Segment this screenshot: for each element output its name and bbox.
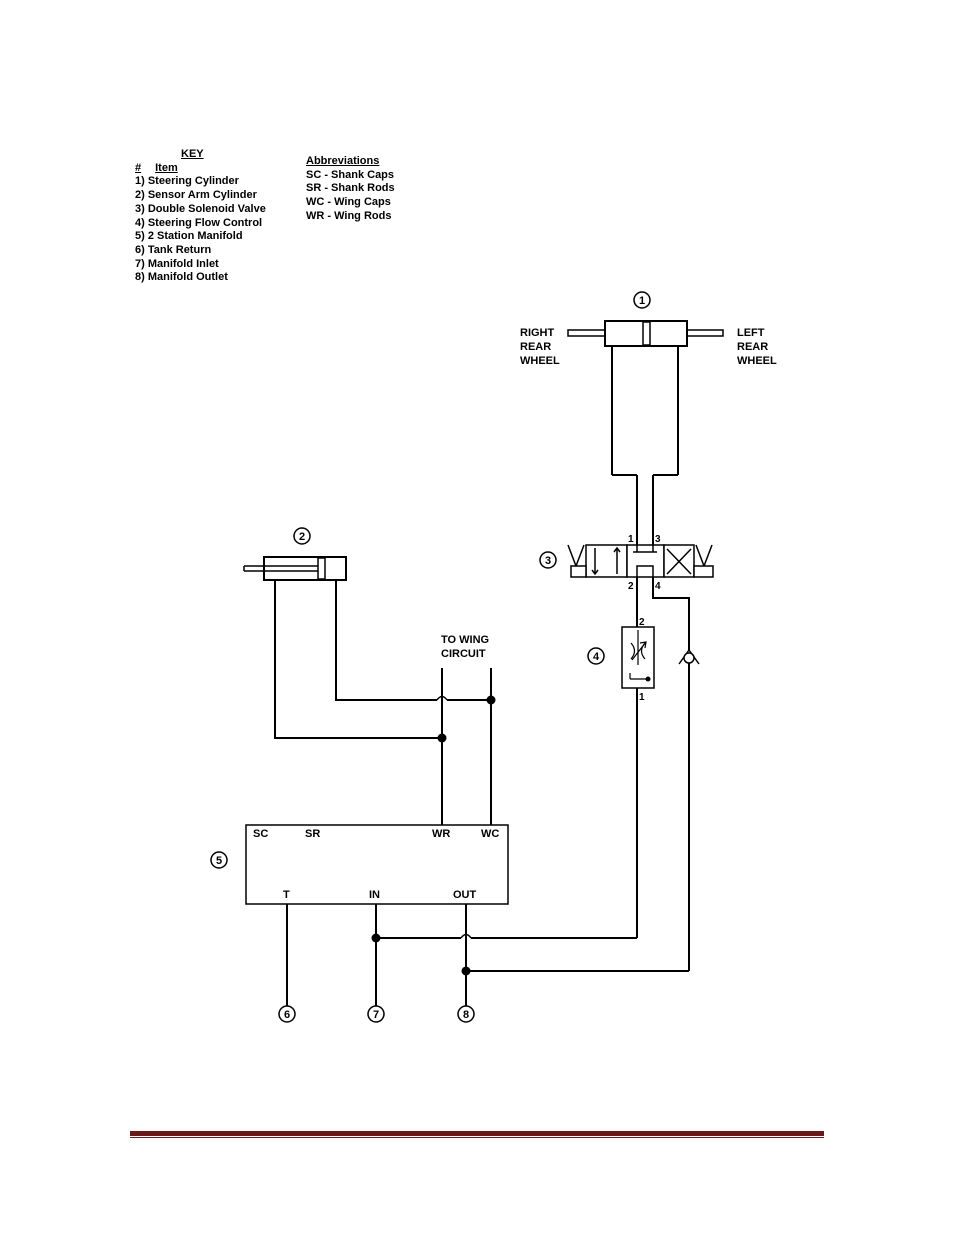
flow-control-port-2: 2: [639, 617, 645, 628]
key-item: 4) Steering Flow Control: [135, 216, 263, 229]
manifold-port-wc: WC: [481, 828, 499, 840]
svg-text:5: 5: [216, 855, 222, 867]
abbreviations-title: Abbreviations: [306, 155, 380, 167]
key-title: KEY: [181, 148, 204, 160]
key-item: 1) Steering Cylinder: [135, 175, 239, 188]
key-item: 8) Manifold Outlet: [135, 271, 228, 284]
manifold-port-out: OUT: [453, 889, 477, 901]
key-hash-header: #: [135, 161, 142, 174]
manifold-port-t: T: [283, 889, 290, 901]
junction-dot: [437, 733, 447, 743]
left-rear-wheel-label-3: WHEEL: [737, 355, 777, 367]
steering-cylinder: [567, 320, 724, 547]
key-item-header: Item: [155, 161, 178, 174]
sensor-arm-cylinder: [243, 556, 347, 581]
to-wing-circuit-label-2: CIRCUIT: [441, 648, 486, 660]
svg-text:3: 3: [545, 555, 551, 567]
right-rear-wheel-label-2: REAR: [520, 341, 551, 353]
callout-8: 8: [457, 1005, 475, 1023]
callout-6: 6: [278, 1005, 296, 1023]
right-rear-wheel-label-1: RIGHT: [520, 327, 555, 339]
svg-text:7: 7: [373, 1009, 379, 1021]
callout-2: 2: [293, 527, 311, 545]
manifold-port-sc: SC: [253, 828, 268, 840]
valve-port-1: 1: [628, 534, 634, 545]
key-item: 7) Manifold Inlet: [135, 257, 219, 270]
callout-1: 1: [633, 291, 651, 309]
right-rear-wheel-label-3: WHEEL: [520, 355, 560, 367]
footer-rule: [130, 1131, 824, 1138]
key-item: 5) 2 Station Manifold: [135, 230, 243, 243]
svg-text:4: 4: [593, 651, 600, 663]
abbreviation-item: SR - Shank Rods: [306, 182, 395, 195]
hose-sensor-rod: [335, 580, 437, 701]
abbreviation-item: SC - Shank Caps: [306, 168, 395, 181]
valve-port-3: 3: [655, 534, 661, 545]
abbreviation-item: WC - Wing Caps: [306, 196, 391, 209]
junction-dot: [371, 933, 381, 943]
hose-sensor-cap: [274, 580, 442, 739]
hose-crossover: [460, 933, 472, 939]
double-solenoid-valve: [567, 544, 714, 578]
manifold-port-wr: WR: [432, 828, 450, 840]
callout-5: 5: [210, 851, 228, 869]
abbreviation-item: WR - Wing Rods: [306, 209, 392, 222]
valve-port-2: 2: [628, 581, 634, 592]
junction-dot: [486, 695, 496, 705]
callout-4: 4: [587, 647, 605, 665]
callout-7: 7: [367, 1005, 385, 1023]
flow-control-port-1: 1: [639, 692, 645, 703]
to-wing-circuit-label-1: TO WING: [441, 634, 489, 646]
abbreviations-legend: Abbreviations SC - Shank Caps SR - Shank…: [306, 155, 395, 224]
key-item: 6) Tank Return: [135, 243, 212, 256]
key-header: # Item: [135, 162, 266, 176]
svg-text:2: 2: [299, 531, 305, 543]
key-item: 2) Sensor Arm Cylinder: [135, 189, 257, 202]
svg-text:6: 6: [284, 1009, 290, 1021]
manifold-port-sr: SR: [305, 828, 320, 840]
two-station-manifold: [245, 824, 509, 905]
steering-flow-control: [621, 626, 655, 689]
callout-3: 3: [539, 551, 557, 569]
steering-cylinder-piston: [642, 321, 651, 346]
left-rear-wheel-label-2: REAR: [737, 341, 768, 353]
left-rear-wheel-label-1: LEFT: [737, 327, 765, 339]
valve-port-4: 4: [655, 581, 661, 592]
svg-text:8: 8: [463, 1009, 469, 1021]
svg-text:1: 1: [639, 295, 645, 307]
junction-dot: [461, 966, 471, 976]
key-legend: KEY # Item 1) Steering Cylinder 2) Sensor…: [135, 148, 266, 285]
hose-valve-port-4: [652, 577, 690, 650]
manifold-port-in: IN: [369, 889, 380, 901]
check-valve: [678, 648, 700, 665]
key-item: 3) Double Solenoid Valve: [135, 202, 266, 215]
